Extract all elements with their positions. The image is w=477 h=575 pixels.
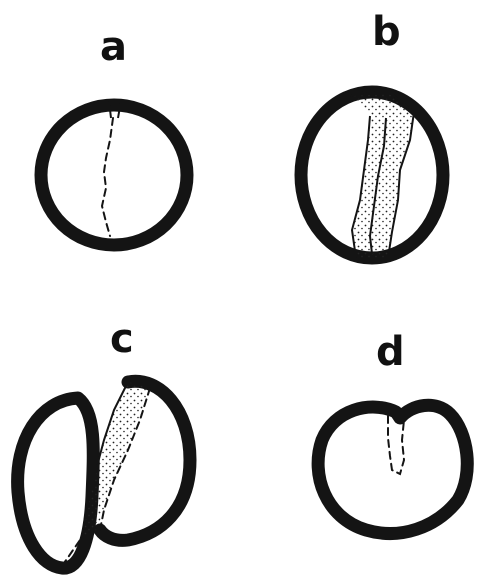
panel-a-ring [41, 105, 187, 245]
panel-a-crack-line [102, 118, 113, 236]
panel-a-label: a [100, 24, 127, 70]
panel-a: a [41, 24, 187, 245]
panel-d-crack-loop [388, 416, 404, 474]
panel-c-label: c [110, 316, 134, 362]
panel-c-left-fragment [18, 398, 94, 568]
panel-b: b [301, 9, 443, 258]
panel-b-label: b [372, 9, 401, 55]
panel-d-label: d [376, 329, 405, 375]
panel-d: d [318, 329, 467, 533]
panel-c: c [18, 316, 190, 568]
panel-b-stippled-fracture [350, 94, 414, 258]
